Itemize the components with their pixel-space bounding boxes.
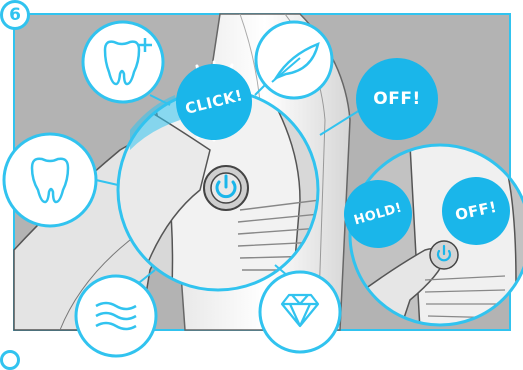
waves-icon	[74, 274, 158, 358]
power-icon	[215, 180, 237, 199]
hold-label: HOLD!	[352, 199, 404, 229]
off-label-bubble: OFF!	[356, 58, 438, 140]
illustration	[2, 13, 523, 358]
tooth-plus-icon	[81, 20, 165, 104]
next-step-badge	[0, 350, 20, 370]
click-label: CLICK!	[183, 86, 245, 118]
feather-icon	[254, 20, 334, 100]
diamond-icon	[258, 270, 342, 354]
tooth-icon	[2, 132, 98, 228]
step-number: 6	[9, 5, 21, 25]
power-button[interactable]	[203, 165, 249, 211]
step-number-badge: 6	[0, 0, 30, 30]
off-label: OFF!	[373, 89, 421, 109]
off-inset-label: OFF!	[453, 197, 499, 225]
